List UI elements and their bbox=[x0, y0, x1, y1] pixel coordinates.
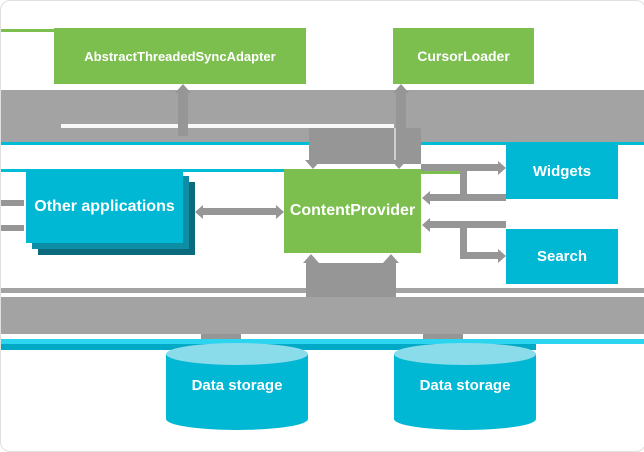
arrow-search-elbow-vertical bbox=[460, 221, 467, 259]
node-other-applications: Other applications bbox=[26, 170, 183, 243]
node-contentprovider: ContentProvider bbox=[284, 169, 421, 253]
white-seam-trunk bbox=[394, 128, 396, 164]
arrowhead-up-into-syncadapter bbox=[175, 84, 191, 93]
arrowhead-right-into-widgets bbox=[498, 161, 506, 175]
arrowhead-up-into-contentprovider-bottom-right bbox=[383, 254, 399, 263]
arrow-trunk-contentprovider-to-storage bbox=[306, 263, 396, 297]
node-search: Search bbox=[506, 229, 618, 284]
arrowhead-down-into-contentprovider-right bbox=[391, 160, 407, 169]
arrowhead-left-into-otherapps bbox=[195, 205, 203, 219]
node-search-label: Search bbox=[536, 248, 588, 265]
arrow-trunk-into-contentprovider-top bbox=[309, 128, 421, 164]
arrowhead-down-into-contentprovider-left bbox=[305, 160, 321, 169]
node-data-storage-right: Data storage bbox=[394, 343, 536, 430]
arrow-widgets-elbow-vertical bbox=[460, 164, 467, 201]
node-abstractthreadedsyncadapter-label: AbstractThreadedSyncAdapter bbox=[84, 48, 276, 64]
cylinder-bottom-ellipse bbox=[394, 408, 536, 430]
connector-band-to-right-cylinder bbox=[423, 334, 463, 340]
node-contentprovider-label: ContentProvider bbox=[289, 202, 416, 219]
arrow-to-search-horizontal bbox=[460, 252, 498, 259]
arrow-stub-left-lower bbox=[1, 225, 24, 231]
node-abstractthreadedsyncadapter: AbstractThreadedSyncAdapter bbox=[54, 28, 306, 84]
arrowhead-right-into-search bbox=[498, 249, 506, 263]
node-data-storage-right-label: Data storage bbox=[419, 376, 511, 394]
arrowhead-left-into-contentprovider-upper bbox=[422, 191, 430, 205]
arrow-stub-left-upper bbox=[1, 200, 24, 206]
arrow-shaft-syncadapter bbox=[178, 93, 188, 136]
node-widgets-label: Widgets bbox=[532, 162, 592, 180]
cyan-accent-stripe-bright bbox=[1, 339, 644, 344]
node-cursorloader-label: CursorLoader bbox=[417, 48, 510, 64]
arrow-search-to-contentprovider bbox=[430, 221, 506, 228]
arrowhead-up-into-cursorloader bbox=[393, 84, 409, 93]
node-cursorloader: CursorLoader bbox=[393, 28, 534, 84]
cylinder-top-ellipse bbox=[394, 343, 536, 365]
green-edge-extension-line bbox=[421, 170, 466, 174]
arrowhead-up-into-contentprovider-bottom-left bbox=[303, 254, 319, 263]
arrowhead-right-into-contentprovider bbox=[276, 205, 284, 219]
node-data-storage-left-label: Data storage bbox=[191, 376, 283, 394]
node-widgets: Widgets bbox=[506, 143, 618, 199]
cylinder-top-ellipse bbox=[166, 343, 308, 365]
white-seam-top-band bbox=[61, 124, 394, 128]
connector-band-to-left-cylinder bbox=[201, 334, 241, 340]
arrow-to-widgets-horizontal bbox=[421, 164, 498, 171]
arrowhead-left-into-contentprovider-lower bbox=[422, 218, 430, 232]
arrow-widgets-to-contentprovider bbox=[430, 194, 506, 201]
cylinder-bottom-ellipse bbox=[166, 408, 308, 430]
node-other-applications-label: Other applications bbox=[34, 197, 175, 215]
gray-band-bottom bbox=[1, 297, 644, 334]
green-accent-line-top-left bbox=[1, 29, 54, 32]
node-data-storage-left: Data storage bbox=[166, 343, 308, 430]
arrow-otherapps-contentprovider bbox=[203, 208, 277, 215]
